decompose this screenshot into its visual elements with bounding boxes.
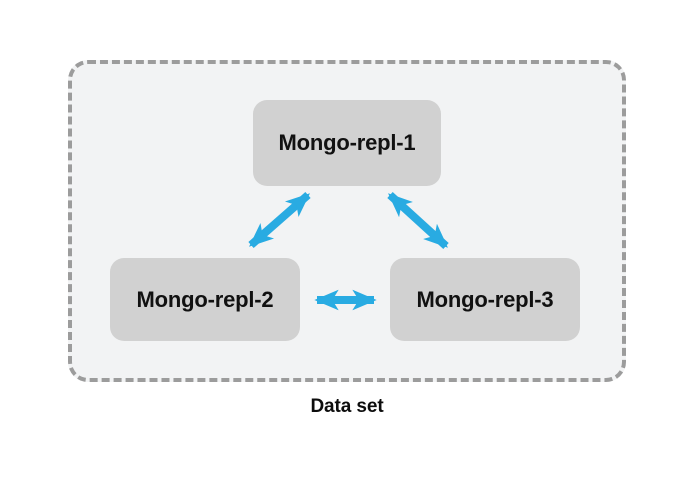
node-mongo-repl-1[interactable]: Mongo-repl-1 (253, 100, 441, 186)
node-label: Mongo-repl-1 (278, 130, 416, 155)
node-label: Mongo-repl-2 (136, 286, 274, 312)
node-label: Mongo-repl-3 (416, 286, 554, 312)
node-mongo-repl-2[interactable]: Mongo-repl-2 (110, 258, 300, 341)
node-mongo-repl-3[interactable]: Mongo-repl-3 (390, 258, 580, 341)
dataset-caption: Data set (310, 396, 384, 417)
